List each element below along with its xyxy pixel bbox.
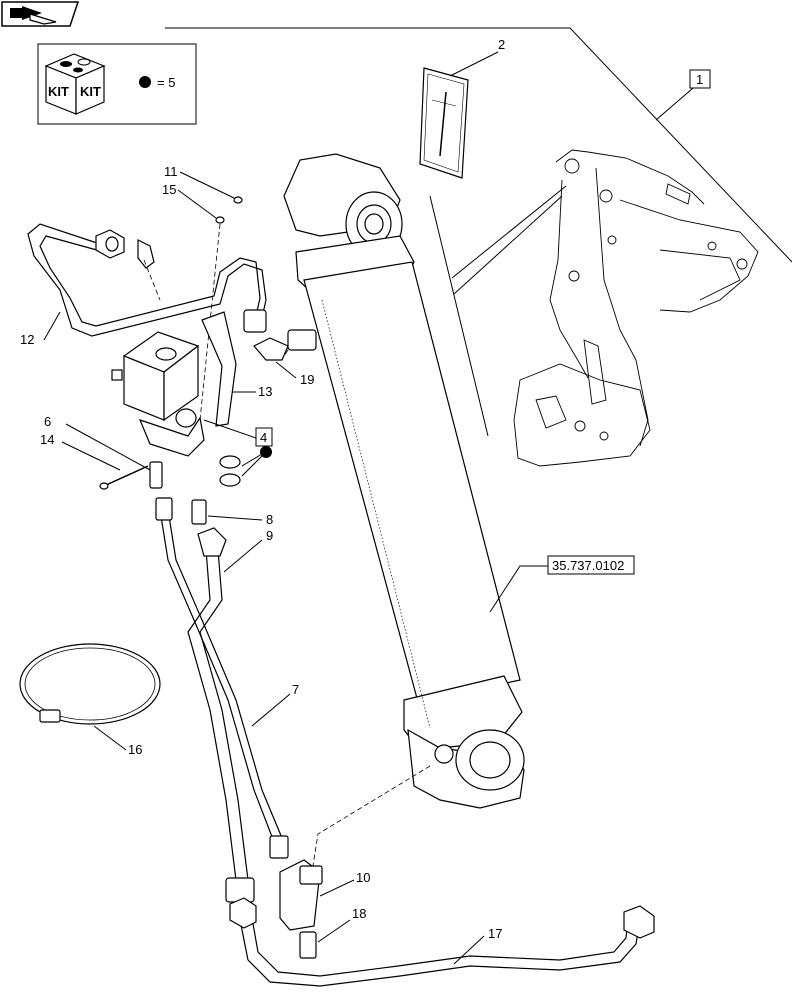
kit-part-bullet-icon [260, 446, 272, 458]
part-13-bracket [201, 311, 237, 427]
kit-label-left: KIT [48, 84, 69, 99]
part-11-screw [233, 196, 243, 204]
part-7-hose [155, 497, 289, 859]
part-2-manual [419, 67, 469, 179]
part-19-elbow [253, 329, 317, 361]
callout-8: 8 [266, 512, 273, 527]
part-14-screw [99, 465, 149, 490]
callout-2: 2 [498, 37, 505, 52]
part-9-hose [187, 527, 255, 903]
kit-box-icon [44, 53, 106, 115]
callout-9: 9 [266, 528, 273, 543]
callout-6: 6 [44, 414, 51, 429]
part-18-fitting [299, 931, 317, 959]
callout-18: 18 [352, 906, 366, 921]
kit-label-right: KIT [80, 84, 101, 99]
callout-4: 4 [260, 430, 267, 445]
part-6-fitting [149, 461, 163, 489]
callout-13: 13 [258, 384, 272, 399]
hydraulic-cylinder [283, 153, 525, 809]
loader-assembly [513, 149, 759, 467]
kit-legend-text: = 5 [157, 75, 175, 90]
callout-16: 16 [128, 742, 142, 757]
callout-11: 11 [164, 164, 178, 179]
callout-15: 15 [162, 182, 176, 197]
o-ring-icon [219, 455, 241, 469]
nav-arrow-icon[interactable] [1, 1, 80, 27]
callout-7: 7 [292, 682, 299, 697]
callout-14: 14 [40, 432, 54, 447]
callout-ref: 35.737.0102 [552, 558, 624, 573]
part-15-washer [215, 216, 225, 224]
kit-legend-box: KIT KIT = 5 [37, 43, 197, 125]
part-12-hose [27, 223, 267, 337]
part-10-tee [279, 859, 323, 931]
valve-block [111, 331, 205, 457]
callout-19: 19 [300, 372, 314, 387]
callout-12: 12 [20, 332, 34, 347]
frame-line [165, 27, 792, 263]
part-17-hose [229, 897, 655, 987]
kit-bullet-icon [139, 76, 151, 88]
callout-1: 1 [696, 72, 703, 87]
part-16-clamp [19, 643, 161, 725]
hose-nut-icon [95, 229, 125, 259]
o-ring-icon-2 [219, 473, 241, 487]
callout-17: 17 [488, 926, 502, 941]
callout-10: 10 [356, 870, 370, 885]
part-8-adapter [191, 499, 207, 525]
